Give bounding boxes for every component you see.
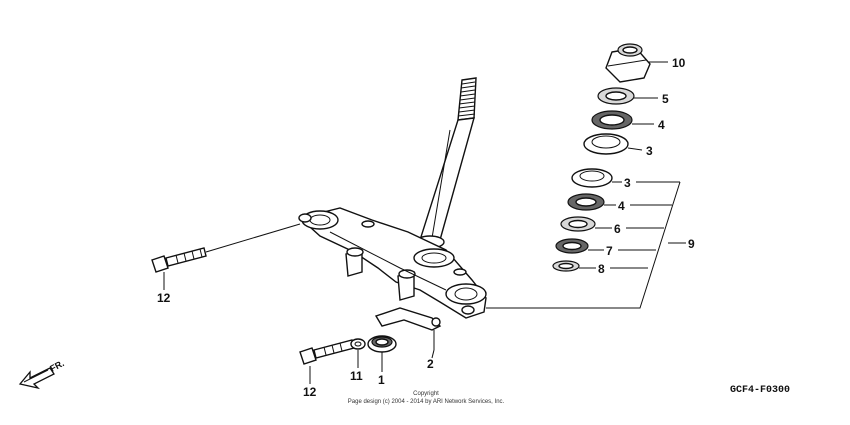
bottom-bridge [298,207,487,319]
part-4-steel-ball-upper [591,110,633,130]
callout-12-left: 12 [157,291,171,305]
callout-2: 2 [427,357,434,371]
part-4-steel-ball-lower [567,193,605,211]
callout-3-upper: 3 [646,144,653,158]
callout-1: 1 [378,373,385,387]
part-6-race [560,216,596,232]
callout-9: 9 [688,237,695,251]
callout-7: 7 [606,244,613,258]
callout-11: 11 [350,369,363,383]
fr-arrow-icon [18,367,55,390]
part-2-cable-guide [374,307,442,350]
callout-5: 5 [662,92,669,106]
copyright-line-2: Page design (c) 2004 - 2014 by ARI Netwo… [348,399,505,405]
part-3-race-upper [583,133,629,155]
callout-4-lower: 4 [618,199,625,213]
part-10-adjusting-nut [605,43,651,83]
steering-stem-shaft [415,77,477,249]
callout-3-lower: 3 [624,176,631,190]
callout-6: 6 [614,222,621,236]
part-3-race-lower [571,168,613,188]
copyright-line-1: Copyright [413,391,439,397]
callout-10: 10 [672,56,686,70]
part-12-bolt-bottom [299,339,355,365]
part-11-washer [350,338,366,350]
direction-label: FR. [48,358,65,374]
part-1-oil-seal [367,335,397,353]
callout-8: 8 [598,262,605,276]
callout-4-upper: 4 [658,118,665,132]
part-12-bolt-left [151,247,207,273]
part-7-bearing [555,238,589,254]
diagram-code: GCF4-F0300 [730,385,790,396]
part-5-dust-seal [597,87,635,105]
part-8-dust-seal [552,260,580,272]
callout-12-bottom: 12 [303,385,317,399]
